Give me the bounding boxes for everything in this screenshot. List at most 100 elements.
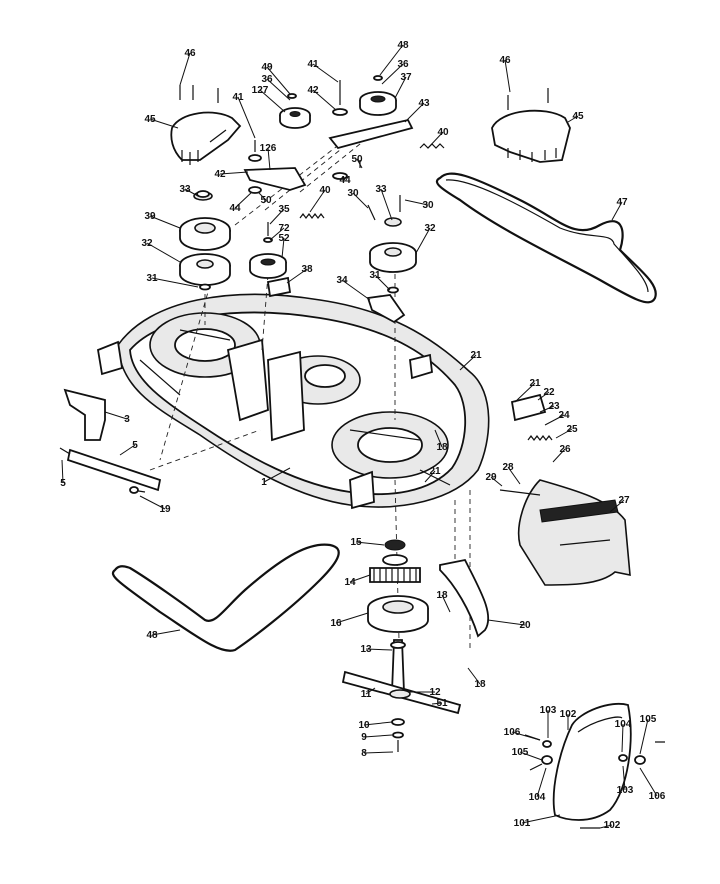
callout-28: 28 <box>502 462 514 473</box>
leader-line <box>219 171 249 175</box>
callout-126: 126 <box>260 143 277 154</box>
callout-15: 15 <box>350 537 362 548</box>
bracket-34 <box>366 294 406 324</box>
callout-22: 22 <box>543 387 555 398</box>
leader-line <box>507 466 521 485</box>
leader-line <box>567 115 579 123</box>
callout-29: 29 <box>485 472 497 483</box>
leader-line <box>257 191 267 201</box>
leader-line <box>379 44 404 76</box>
leader-line <box>381 63 404 85</box>
callout-3: 3 <box>124 414 130 425</box>
spindle-15 <box>384 539 406 551</box>
leader-line <box>269 208 285 225</box>
spring-40-lower <box>299 213 325 219</box>
spindle-housing-16 <box>367 595 429 633</box>
idler-arm-43 <box>328 118 414 150</box>
leader-line <box>487 619 526 626</box>
callout-18: 18 <box>436 442 448 453</box>
callout-33: 33 <box>375 184 387 195</box>
leader-line <box>404 199 429 206</box>
leader-line <box>434 429 443 448</box>
callout-101: 101 <box>514 818 531 829</box>
leader-line <box>621 723 624 753</box>
leader-line <box>281 237 285 259</box>
callout-106: 106 <box>504 727 521 738</box>
leader-line <box>263 467 291 483</box>
callout-41: 41 <box>307 59 319 70</box>
leader-line <box>149 215 181 229</box>
callout-12: 12 <box>429 687 441 698</box>
callout-105: 105 <box>640 714 657 725</box>
callout-25: 25 <box>566 424 578 435</box>
callout-40: 40 <box>319 185 331 196</box>
deflector-101 <box>552 703 632 821</box>
callout-45: 45 <box>572 111 584 122</box>
callout-24: 24 <box>558 410 570 421</box>
callout-16: 16 <box>330 618 342 629</box>
chute-mount-22 <box>510 393 547 422</box>
callout-41: 41 <box>232 92 244 103</box>
belt-cover-left <box>170 111 242 165</box>
leader-line <box>514 382 536 403</box>
callout-72: 72 <box>278 223 290 234</box>
callout-44: 44 <box>339 175 351 186</box>
callout-27: 27 <box>618 495 630 506</box>
callout-102: 102 <box>560 709 577 720</box>
leader-line <box>639 718 649 755</box>
callout-48: 48 <box>146 630 158 641</box>
callout-38: 38 <box>301 264 313 275</box>
leader-line <box>266 66 291 95</box>
leader-line <box>363 721 393 726</box>
leader-line <box>609 499 625 513</box>
pulley-127 <box>279 107 311 129</box>
idler-bracket-126 <box>243 167 307 191</box>
callout-31: 31 <box>369 270 381 281</box>
leader-line <box>151 629 181 636</box>
callout-18: 18 <box>436 590 448 601</box>
callout-46: 46 <box>499 55 511 66</box>
pulley-39 <box>179 217 231 251</box>
leader-line <box>365 687 376 695</box>
callout-23: 23 <box>548 401 560 412</box>
callout-45: 45 <box>144 114 156 125</box>
leader-line <box>312 63 339 83</box>
pin-28 <box>499 489 541 496</box>
washer-33-left <box>193 190 213 201</box>
callout-18: 18 <box>474 679 486 690</box>
callout-39: 39 <box>144 211 156 222</box>
leader-line <box>151 277 199 288</box>
callout-42: 42 <box>214 169 226 180</box>
callout-47: 47 <box>616 197 628 208</box>
leader-line <box>365 648 393 651</box>
blade-11 <box>341 670 462 715</box>
leader-line <box>269 227 285 241</box>
callout-34: 34 <box>336 275 348 286</box>
callout-44: 44 <box>229 203 241 214</box>
pulley-37 <box>359 91 397 116</box>
leader-line <box>536 767 547 798</box>
leader-line <box>179 52 191 86</box>
leader-line <box>259 89 286 113</box>
washer-33-right <box>384 217 402 227</box>
leader-line <box>539 405 555 413</box>
callout-26: 26 <box>559 444 571 455</box>
leader-line <box>519 751 543 761</box>
callout-31: 31 <box>146 273 158 284</box>
leader-line <box>355 541 385 546</box>
small-hardware <box>199 75 401 294</box>
leader-line <box>309 189 326 213</box>
leader-line <box>184 188 199 197</box>
callout-32: 32 <box>424 223 436 234</box>
callout-51: 51 <box>436 698 448 709</box>
leader-line <box>61 459 64 484</box>
leader-line <box>521 814 561 824</box>
callout-10: 10 <box>358 720 370 731</box>
leader-line <box>119 444 136 456</box>
leader-line <box>511 731 541 741</box>
leader-line <box>431 702 443 705</box>
leader-line <box>234 191 253 209</box>
leader-line <box>544 414 565 426</box>
leader-line <box>555 428 573 439</box>
